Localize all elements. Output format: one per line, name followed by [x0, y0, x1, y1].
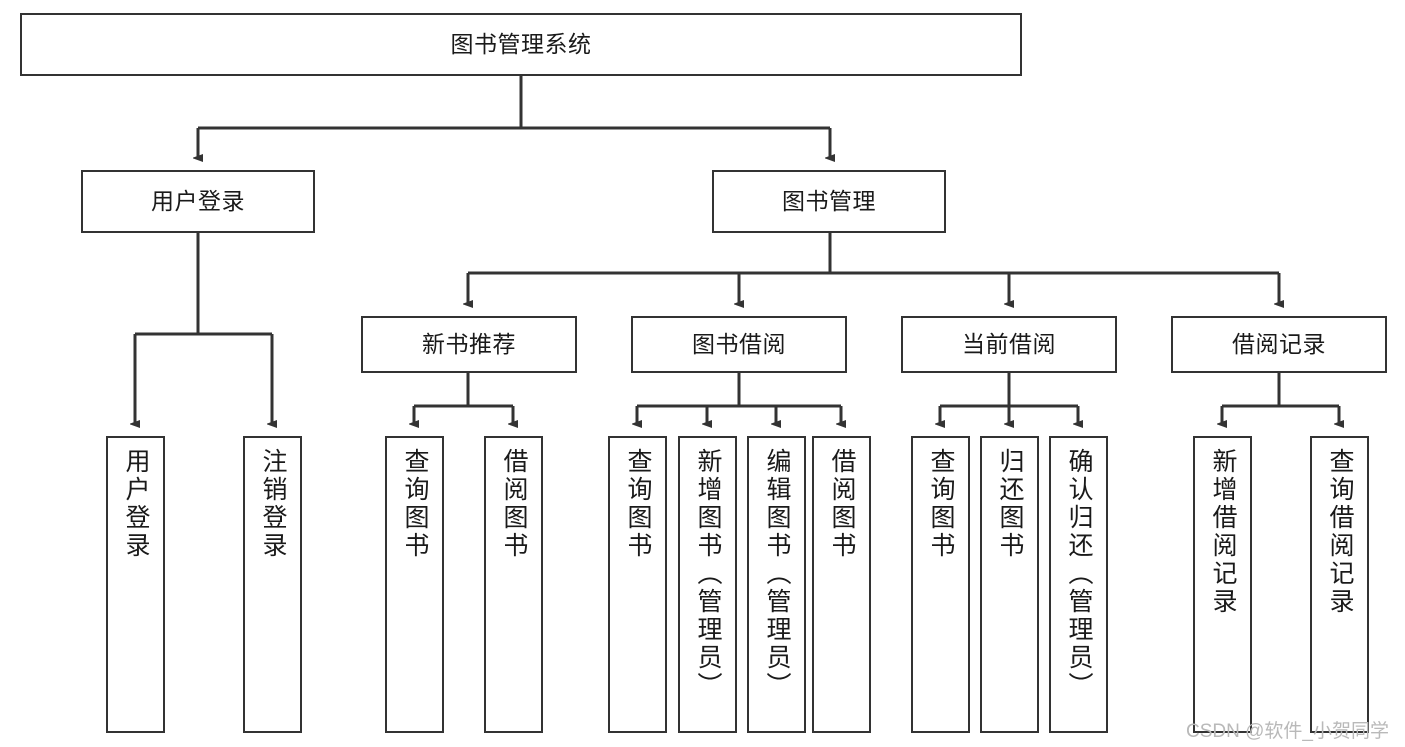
watermark-text: CSDN @软件_小贺同学	[1186, 721, 1389, 742]
node-label: 查询借阅记录	[1326, 448, 1354, 616]
leaf-return-book[interactable]: 归还图书	[980, 436, 1039, 733]
leaf-logout[interactable]: 注销登录	[243, 436, 302, 733]
leaf-user-login[interactable]: 用户登录	[106, 436, 165, 733]
node-user-login[interactable]: 用户登录	[81, 170, 315, 233]
node-label: 查询图书	[927, 448, 955, 560]
node-label: 当前借阅	[962, 331, 1056, 358]
leaf-borrow-book[interactable]: 借阅图书	[812, 436, 871, 733]
leaf-query-book-current[interactable]: 查询图书	[911, 436, 970, 733]
node-label: 图书管理	[782, 188, 876, 215]
leaf-add-book-admin[interactable]: 新增图书（管理员）	[678, 436, 737, 733]
leaf-add-borrow-record[interactable]: 新增借阅记录	[1193, 436, 1252, 733]
node-label: 确认归还（管理员）	[1065, 448, 1093, 700]
node-label: 图书借阅	[692, 331, 786, 358]
node-label: 新增借阅记录	[1209, 448, 1237, 616]
node-label: 归还图书	[996, 448, 1024, 560]
node-root[interactable]: 图书管理系统	[20, 13, 1022, 76]
node-book-borrow[interactable]: 图书借阅	[631, 316, 847, 373]
node-label: 新书推荐	[422, 331, 516, 358]
leaf-query-book-new[interactable]: 查询图书	[385, 436, 444, 733]
node-label: 查询图书	[624, 448, 652, 560]
node-label: 借阅记录	[1232, 331, 1326, 358]
leaf-edit-book-admin[interactable]: 编辑图书（管理员）	[747, 436, 806, 733]
node-borrow-record[interactable]: 借阅记录	[1171, 316, 1387, 373]
node-label: 用户登录	[151, 188, 245, 215]
node-label: 新增图书（管理员）	[694, 448, 722, 700]
leaf-query-book-borrow[interactable]: 查询图书	[608, 436, 667, 733]
node-current-borrow[interactable]: 当前借阅	[901, 316, 1117, 373]
node-label: 用户登录	[122, 448, 150, 560]
node-book-management[interactable]: 图书管理	[712, 170, 946, 233]
node-label: 借阅图书	[500, 448, 528, 560]
node-label: 图书管理系统	[450, 31, 592, 58]
leaf-borrow-book-new[interactable]: 借阅图书	[484, 436, 543, 733]
leaf-confirm-return-admin[interactable]: 确认归还（管理员）	[1049, 436, 1108, 733]
leaf-query-borrow-record[interactable]: 查询借阅记录	[1310, 436, 1369, 733]
node-label: 注销登录	[259, 448, 287, 560]
node-label: 查询图书	[401, 448, 429, 560]
node-label: 借阅图书	[828, 448, 856, 560]
node-new-book-recommend[interactable]: 新书推荐	[361, 316, 577, 373]
node-label: 编辑图书（管理员）	[763, 448, 791, 700]
